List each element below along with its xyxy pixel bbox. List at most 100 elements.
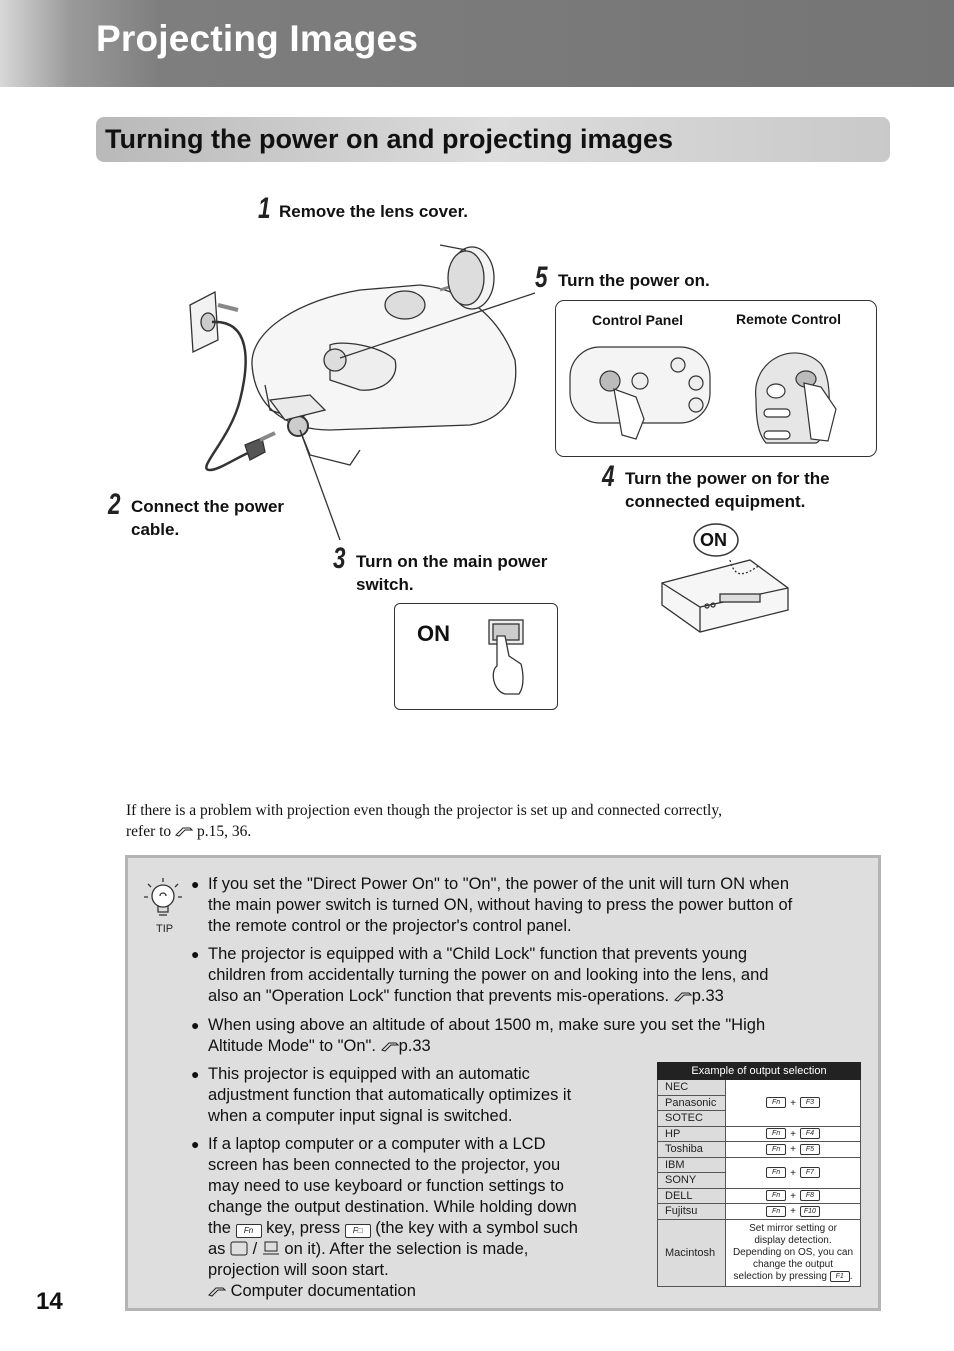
tip-line: projection will soon start. [208,1261,389,1279]
fn-key-icon: Fn [766,1097,787,1109]
tip-text: / [252,1240,258,1258]
tip-line: change the output destination. While hol… [208,1198,577,1216]
page-number: 14 [36,1288,63,1315]
section-bar: Turning the power on and projecting imag… [96,117,890,162]
page-reference-link[interactable]: p.33 [398,1037,431,1055]
plus-sign: + [790,1206,796,1218]
tip-line: If a laptop computer or a computer with … [208,1135,546,1153]
tip-text: on it). After the selection is made, [284,1240,529,1258]
note-line: If there is a problem with projection ev… [126,802,722,819]
tip-bullet: ● When using above an altitude of about … [191,1015,766,1057]
mac-line: selection by pressing F1. [733,1270,853,1282]
tip-line: also an "Operation Lock" function that p… [208,986,768,1007]
plus-sign: + [790,1128,796,1140]
mac-line: Set mirror setting or [749,1222,837,1234]
fn-key-icon: Fn [766,1128,787,1140]
table-cell: SONY [657,1172,726,1189]
fn-key-icon: Fn [766,1143,787,1155]
main-power-switch-panel: ON [394,603,558,710]
tip-line: adjustment function that automatically o… [208,1086,572,1104]
page-reference-link[interactable]: p.33 [691,987,724,1005]
tip-bullet: ● If you set the "Direct Power On" to "O… [191,874,793,937]
step-text: Turn on the main power switch. [356,550,547,596]
lightbulb-icon [144,878,182,916]
output-selection-table: Example of output selection NEC Fn+F3 Pa… [657,1062,861,1287]
step-text: Remove the lens cover. [279,202,468,221]
step-number: 1 [258,192,271,225]
step-text-line: cable. [131,520,180,539]
tip-line: children from accidentally turning the p… [208,966,769,984]
f8-key-icon: F8 [799,1190,820,1202]
table-cell: DELL [657,1187,726,1204]
f1-key-icon: F1 [829,1270,850,1282]
reference-icon [673,992,692,1002]
tip-line: when a computer input signal is switched… [208,1107,513,1125]
table-cell: Macintosh [657,1218,726,1287]
tip-text: as [208,1240,226,1258]
table-cell: HP [657,1125,726,1142]
table-cell: Panasonic [657,1094,726,1111]
power-buttons-illustration [569,346,837,444]
mac-line: change the output [752,1258,834,1270]
tip-line: may need to use keyboard or function set… [208,1177,564,1195]
table-cell: SOTEC [657,1110,726,1127]
setup-illustration [189,244,789,633]
fn-key-icon: Fn [766,1167,787,1179]
step-text-line: connected equipment. [625,492,806,511]
step-text: Turn the power on. [558,271,710,290]
step-number: 3 [333,542,346,575]
tip-bullet: ● The projector is equipped with a "Chil… [191,944,769,1007]
plus-sign: + [790,1144,796,1156]
key-combo: Fn+F3 [725,1079,861,1127]
tip-line: The projector is equipped with a "Child … [208,945,748,963]
tip-line: the Fn key, press F□ (the key with a sym… [208,1218,578,1239]
table-cell: IBM [657,1156,726,1173]
remote-control-label: Remote Control [736,311,841,327]
reference-icon [380,1042,399,1052]
key-combo: Fn+F10 [725,1203,861,1220]
header-bar: Projecting Images [0,0,954,87]
tip-line: the main power switch is turned ON, with… [208,896,793,914]
monitor-symbol-icon [230,1241,248,1256]
page-reference-link[interactable]: p.15, 36. [196,823,252,840]
table-title: Example of output selection [657,1062,861,1080]
step-text-line: Turn on the main power [356,552,548,571]
fn-key-icon: Fn [766,1205,787,1217]
step-text-line: switch. [356,575,414,594]
f3-key-icon: F3 [799,1097,820,1109]
troubleshooting-note: If there is a problem with projection ev… [126,800,846,842]
step-text-line: Connect the power [131,497,285,516]
note-line: refer to p.15, 36. [126,821,846,842]
lens-cover-icon [447,246,495,310]
tip-text: also an "Operation Lock" function that p… [208,987,670,1005]
wall-outlet-icon [189,290,239,354]
tip-text: key, press [266,1219,341,1237]
tip-text: Altitude Mode" to "On". [208,1037,376,1055]
power-button-icon [599,370,621,392]
plus-sign: + [790,1167,796,1179]
on-bubble-icon [693,523,739,557]
equipment-on-label: ON [700,530,727,550]
mac-line: display detection. [754,1234,832,1246]
bullet-dot-icon: ● [191,1066,200,1082]
control-panel-label: Control Panel [592,312,684,328]
tip-label: TIP [156,923,174,935]
tip-text: the [208,1219,231,1237]
reference-icon [208,1287,226,1297]
document-reference-link[interactable]: Computer documentation [230,1282,416,1300]
fn-key-icon: Fn [766,1190,787,1202]
fn-key-icon: Fn [235,1224,262,1238]
key-combo: Fn+F4 [725,1125,861,1142]
tip-line: Altitude Mode" to "On". p.33 [208,1036,765,1057]
laptop-symbol-icon [262,1241,279,1255]
page-title: Projecting Images [96,18,419,59]
plus-sign: + [790,1190,796,1202]
function-key-icon: F□ [344,1224,371,1238]
step-text: Connect the power cable. [131,495,284,541]
tip-line: If you set the "Direct Power On" to "On"… [208,875,790,893]
tip-line: When using above an altitude of about 15… [208,1016,766,1034]
key-combo: Fn+F5 [725,1141,861,1158]
table-cell: Fujitsu [657,1203,726,1220]
step-number: 4 [602,460,615,493]
macintosh-instructions: Set mirror setting or display detection.… [725,1218,861,1287]
